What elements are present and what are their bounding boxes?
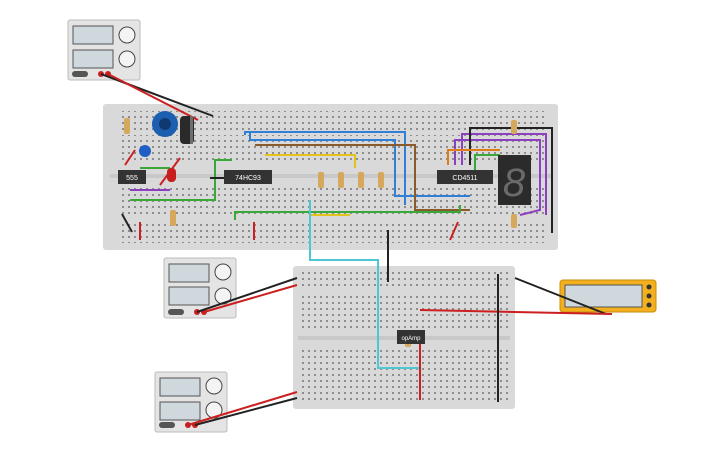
- chip-555[interactable]: 555: [118, 170, 146, 184]
- power-supply-mid[interactable]: [163, 257, 237, 319]
- potentiometer[interactable]: [152, 111, 178, 137]
- led-red: [167, 168, 176, 182]
- chip-cd4511[interactable]: CD4511: [437, 170, 493, 184]
- breadboard-main[interactable]: [103, 104, 558, 250]
- seven-segment-display[interactable]: 8: [498, 155, 531, 205]
- power-supply-bottom[interactable]: [154, 371, 228, 433]
- power-supply-top[interactable]: [67, 19, 141, 81]
- chip-opamp-label: opAmp: [401, 336, 421, 342]
- knob-icon[interactable]: [205, 377, 223, 395]
- capacitor-electrolytic: [180, 116, 194, 144]
- probe-jack-icon[interactable]: [646, 284, 652, 290]
- knob-icon[interactable]: [118, 50, 136, 68]
- chip-555-label: 555: [126, 175, 138, 182]
- knob-icon[interactable]: [118, 26, 136, 44]
- wires: [100, 73, 613, 426]
- capacitor-ceramic: [139, 145, 151, 157]
- probe-jack-icon[interactable]: [646, 293, 652, 299]
- multimeter[interactable]: [559, 279, 657, 313]
- chip-74hc93-label: 74HC93: [235, 175, 261, 182]
- breadboard-secondary[interactable]: [293, 266, 515, 409]
- chip-opamp[interactable]: opAmp: [397, 330, 425, 344]
- seven-segment-digit: 8: [503, 161, 526, 205]
- chip-cd4511-label: CD4511: [452, 175, 477, 182]
- probe-jack-icon[interactable]: [646, 302, 652, 308]
- knob-icon[interactable]: [214, 263, 232, 281]
- chip-74hc93[interactable]: 74HC93: [224, 170, 272, 184]
